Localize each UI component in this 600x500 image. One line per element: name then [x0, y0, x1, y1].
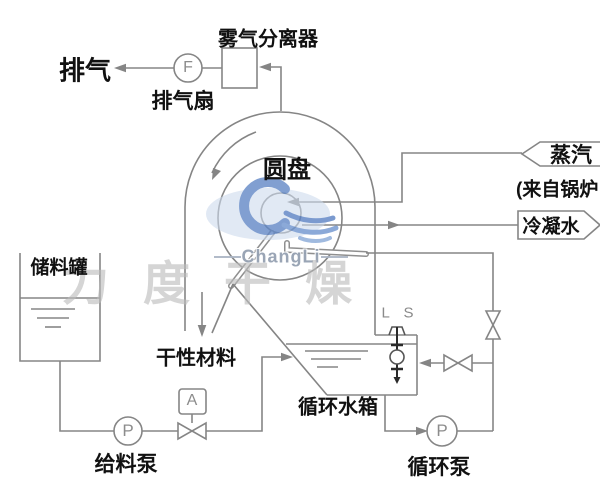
riser-valve-top: [484, 310, 502, 327]
label-exhaust: 排气: [58, 55, 112, 86]
label-storage-tank: 储料罐: [30, 257, 88, 279]
feed-pipe-valve-to-tank: [206, 356, 284, 432]
brand-watermark: ChangLi: [241, 246, 321, 267]
steam-flag: [520, 141, 600, 167]
label-condensate: 冷凝水: [522, 216, 580, 238]
mist-separator-box: [221, 47, 258, 89]
label-dry-material: 干性材料: [156, 347, 236, 370]
level-switch-label: L S: [381, 304, 419, 322]
logo-wave-1: [283, 210, 336, 224]
logo-c-ring: [239, 177, 290, 235]
riser-valve-bottom: [484, 323, 502, 340]
return-arrowhead: [419, 358, 431, 368]
feed-valve-left: [177, 421, 194, 441]
arrowhead-into-separator: [259, 62, 271, 72]
circ-pump-symbol-letter: P: [436, 421, 448, 440]
valve-actuator-letter: A: [186, 392, 198, 409]
label-mist-separator: 雾气分离器: [218, 28, 318, 51]
feed-valve-right: [190, 421, 207, 441]
label-feed-pump: 给料泵: [94, 453, 158, 476]
exhaust-arrowhead: [114, 63, 126, 73]
spray-tube-core: [285, 241, 368, 256]
circ-riser-upper: [366, 252, 494, 311]
brand-dash-left: [214, 256, 241, 258]
label-disc: 圆盘: [263, 156, 311, 184]
feed-pump-symbol-letter: P: [122, 421, 134, 440]
feed-pipe-tank-to-pump: [59, 361, 114, 432]
label-circulating-pump: 循环泵: [407, 456, 471, 479]
changli-logo: [206, 177, 339, 243]
dry-material-arrowhead: [197, 325, 207, 337]
steam-pipe: [295, 152, 522, 203]
label-from-boiler: (来自锅炉: [516, 179, 599, 201]
slogan-watermark: 力度干燥: [62, 257, 386, 312]
level-switch-float: [389, 349, 405, 365]
logo-wave-3: [298, 236, 332, 243]
fan-symbol-letter: F: [183, 59, 193, 76]
logo-cloud: [206, 188, 330, 240]
return-valve-right: [456, 353, 473, 373]
rotation-arrow-arc: [211, 131, 257, 174]
label-exhaust-fan: 排气扇: [151, 90, 215, 113]
condensate-arrowhead: [388, 220, 400, 230]
circ-pipe-tank-to-pump: [384, 395, 418, 432]
feed-arrowhead: [281, 352, 293, 362]
label-circulating-tank: 循环水箱: [298, 396, 378, 419]
material-chute-line: [211, 283, 234, 334]
label-steam: 蒸汽: [550, 144, 592, 167]
scraper-tube-core: [229, 231, 274, 288]
return-valve-left: [443, 353, 460, 373]
exhaust-riser-pipe: [262, 66, 282, 111]
logo-wave-2: [281, 222, 339, 235]
brand-dash-right: [321, 256, 348, 258]
rotation-arrowhead: [212, 168, 221, 180]
level-switch-tip: [393, 377, 401, 384]
circ-pump-in-arrowhead: [416, 426, 428, 436]
condensate-flag: [517, 210, 600, 240]
drum-housing: [184, 111, 376, 335]
tank-chute-line: [232, 283, 328, 396]
